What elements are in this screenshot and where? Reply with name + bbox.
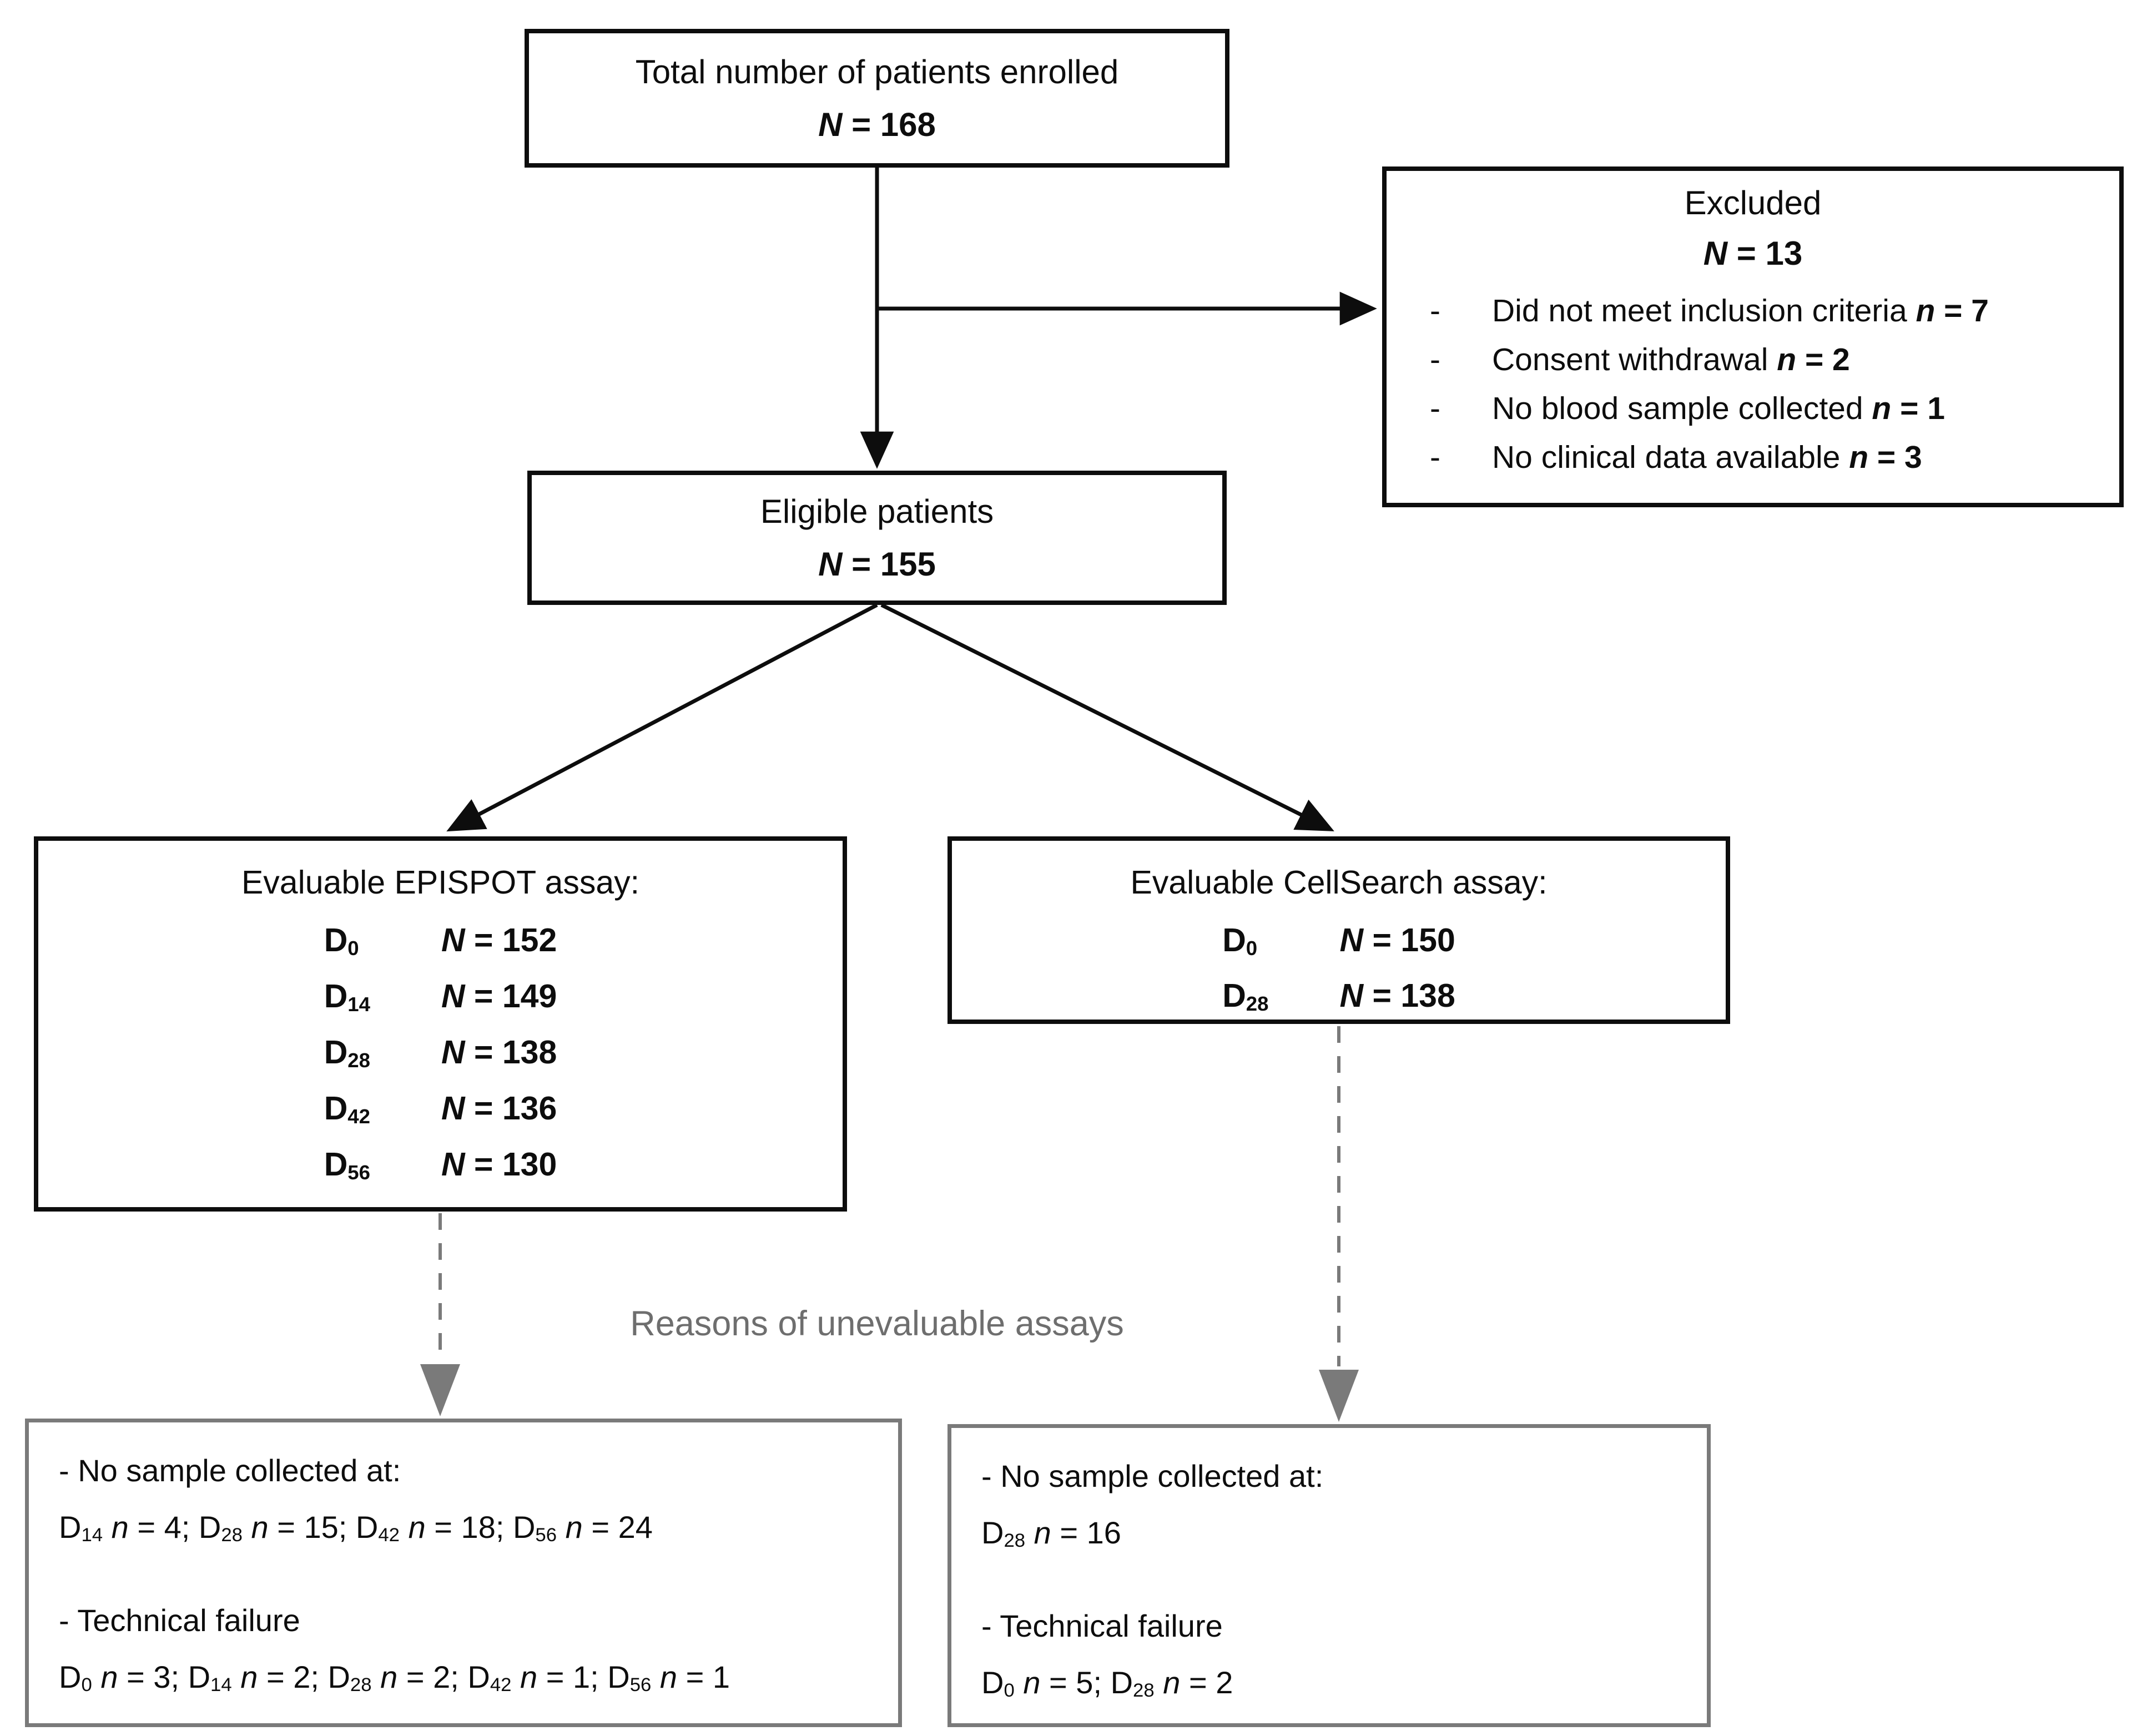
excluded-reason-text: Did not meet inclusion criteria n = 7 <box>1492 293 1989 329</box>
excluded-n-value: = 13 <box>1736 235 1803 272</box>
excluded-reason-item: - Consent withdrawal n = 2 <box>1430 335 2103 384</box>
technical-failure-values: D0 n = 3; D14 n = 2; D28 n = 2; D42 n = … <box>59 1649 868 1705</box>
timepoint-count: N = 130 <box>441 1146 557 1183</box>
dash-bullet: - <box>1430 391 1440 426</box>
timepoint-label: D0 <box>1222 922 1258 960</box>
timepoint-count: N = 149 <box>441 978 557 1015</box>
spacer <box>981 1561 1677 1598</box>
reasons-label: Reasons of unevaluable assays <box>630 1304 1124 1343</box>
excluded-reason-list: - Did not meet inclusion criteria n = 7 … <box>1403 286 2103 482</box>
epispot-row: D56 N = 130 <box>324 1137 557 1193</box>
timepoint-count: N = 150 <box>1339 922 1455 958</box>
timepoint-subscript: 28 <box>1246 992 1269 1015</box>
cellsearch-box: Evaluable CellSearch assay: D0 N = 150 D… <box>947 836 1730 1024</box>
excluded-reason-text: Consent withdrawal n = 2 <box>1492 342 1850 377</box>
timepoint-n: D14 n = 4; <box>59 1510 190 1546</box>
enrolled-n-symbol: N <box>818 106 843 143</box>
epispot-box: Evaluable EPISPOT assay: D0 N = 152 D14 … <box>34 836 847 1212</box>
dashed-arrow-cellsearch-head <box>1319 1370 1359 1422</box>
excluded-n-symbol: N <box>1703 235 1728 272</box>
timepoint-n: D42 n = 18; <box>355 1510 505 1546</box>
dashed-arrow-epispot-head <box>420 1364 460 1416</box>
epispot-row: D0 N = 152 <box>324 912 557 968</box>
timepoint-n: D0 n = 5; <box>981 1665 1102 1702</box>
timepoint-label: D42 <box>324 1090 370 1128</box>
dash-bullet: - <box>1430 342 1440 377</box>
excluded-reason-text: No blood sample collected n = 1 <box>1492 391 1945 426</box>
cellsearch-reasons-box: - No sample collected at: D28 n = 16 - T… <box>947 1424 1711 1727</box>
excluded-title: Excluded <box>1684 184 1822 221</box>
timepoint-subscript: 42 <box>347 1104 370 1128</box>
eligible-n-symbol: N <box>818 546 843 583</box>
enrolled-title: Total number of patients enrolled <box>635 53 1119 90</box>
timepoint-subscript: 0 <box>347 936 359 960</box>
timepoint-n: D0 n = 3; <box>59 1659 180 1696</box>
timepoint-label: D28 <box>1222 977 1269 1015</box>
no-sample-values: D28 n = 16 <box>981 1505 1677 1561</box>
cellsearch-rows: D0 N = 150 D28 N = 138 <box>1222 912 1455 1023</box>
epispot-rows: D0 N = 152 D14 N = 149 D28 N = 138 D42 N… <box>324 912 557 1193</box>
timepoint-count: N = 138 <box>441 1034 557 1071</box>
timepoint-n: D56 n = 24 <box>512 1510 653 1546</box>
eligible-box: Eligible patients N = 155 <box>527 471 1227 605</box>
spacer <box>59 1556 868 1592</box>
excluded-reason-item: - No clinical data available n = 3 <box>1430 433 2103 482</box>
excluded-reason-text: No clinical data available n = 3 <box>1492 440 1922 475</box>
enrolled-box: Total number of patients enrolled N = 16… <box>525 29 1229 168</box>
epispot-reasons-box: - No sample collected at: D14 n = 4; D28… <box>25 1419 902 1727</box>
dash-bullet: - <box>1430 440 1440 475</box>
eligible-n-value: = 155 <box>851 546 936 583</box>
timepoint-count: N = 152 <box>441 922 557 958</box>
technical-failure-values: D0 n = 5; D28 n = 2 <box>981 1654 1677 1711</box>
timepoint-n: D28 n = 2 <box>1110 1665 1233 1702</box>
technical-failure-title: - Technical failure <box>59 1603 300 1638</box>
epispot-row: D14 N = 149 <box>324 968 557 1025</box>
enrolled-n-value: = 168 <box>851 106 936 143</box>
no-sample-values: D14 n = 4; D28 n = 15; D42 n = 18; D56 n… <box>59 1499 868 1556</box>
excluded-count: N = 13 <box>1403 228 2103 279</box>
arrow-eligible-to-cellsearch <box>880 603 1334 831</box>
timepoint-n: D28 n = 15; <box>198 1510 347 1546</box>
cellsearch-row: D0 N = 150 <box>1222 912 1455 968</box>
timepoint-subscript: 0 <box>1246 936 1258 960</box>
timepoint-label: D28 <box>324 1034 370 1072</box>
epispot-row: D28 N = 138 <box>324 1025 557 1081</box>
cellsearch-title: Evaluable CellSearch assay: <box>1130 864 1548 901</box>
timepoint-n: D28 n = 2; <box>327 1659 459 1696</box>
no-sample-title: - No sample collected at: <box>981 1459 1324 1493</box>
eligible-title: Eligible patients <box>760 493 994 530</box>
timepoint-label: D56 <box>324 1146 370 1184</box>
timepoint-n: D28 n = 16 <box>981 1515 1121 1552</box>
timepoint-n: D56 n = 1 <box>607 1659 730 1696</box>
cellsearch-row: D28 N = 138 <box>1222 968 1455 1023</box>
epispot-title: Evaluable EPISPOT assay: <box>241 864 640 901</box>
timepoint-label: D0 <box>324 922 359 960</box>
timepoint-n: D14 n = 2; <box>188 1659 319 1696</box>
excluded-reason-item: - Did not meet inclusion criteria n = 7 <box>1430 286 2103 335</box>
timepoint-subscript: 56 <box>347 1160 370 1184</box>
dash-bullet: - <box>1430 293 1440 329</box>
epispot-row: D42 N = 136 <box>324 1081 557 1137</box>
timepoint-subscript: 14 <box>347 992 370 1016</box>
timepoint-label: D14 <box>324 978 370 1016</box>
excluded-box: Excluded N = 13 - Did not meet inclusion… <box>1382 166 2124 507</box>
timepoint-count: N = 136 <box>441 1090 557 1127</box>
timepoint-subscript: 28 <box>347 1048 370 1072</box>
no-sample-title: - No sample collected at: <box>59 1453 401 1488</box>
timepoint-count: N = 138 <box>1339 977 1455 1014</box>
eligible-count: N = 155 <box>818 538 936 591</box>
timepoint-n: D42 n = 1; <box>467 1659 599 1696</box>
excluded-reason-item: - No blood sample collected n = 1 <box>1430 384 2103 433</box>
technical-failure-title: - Technical failure <box>981 1608 1223 1643</box>
arrow-eligible-to-epispot <box>446 603 878 832</box>
enrolled-count: N = 168 <box>818 98 936 151</box>
